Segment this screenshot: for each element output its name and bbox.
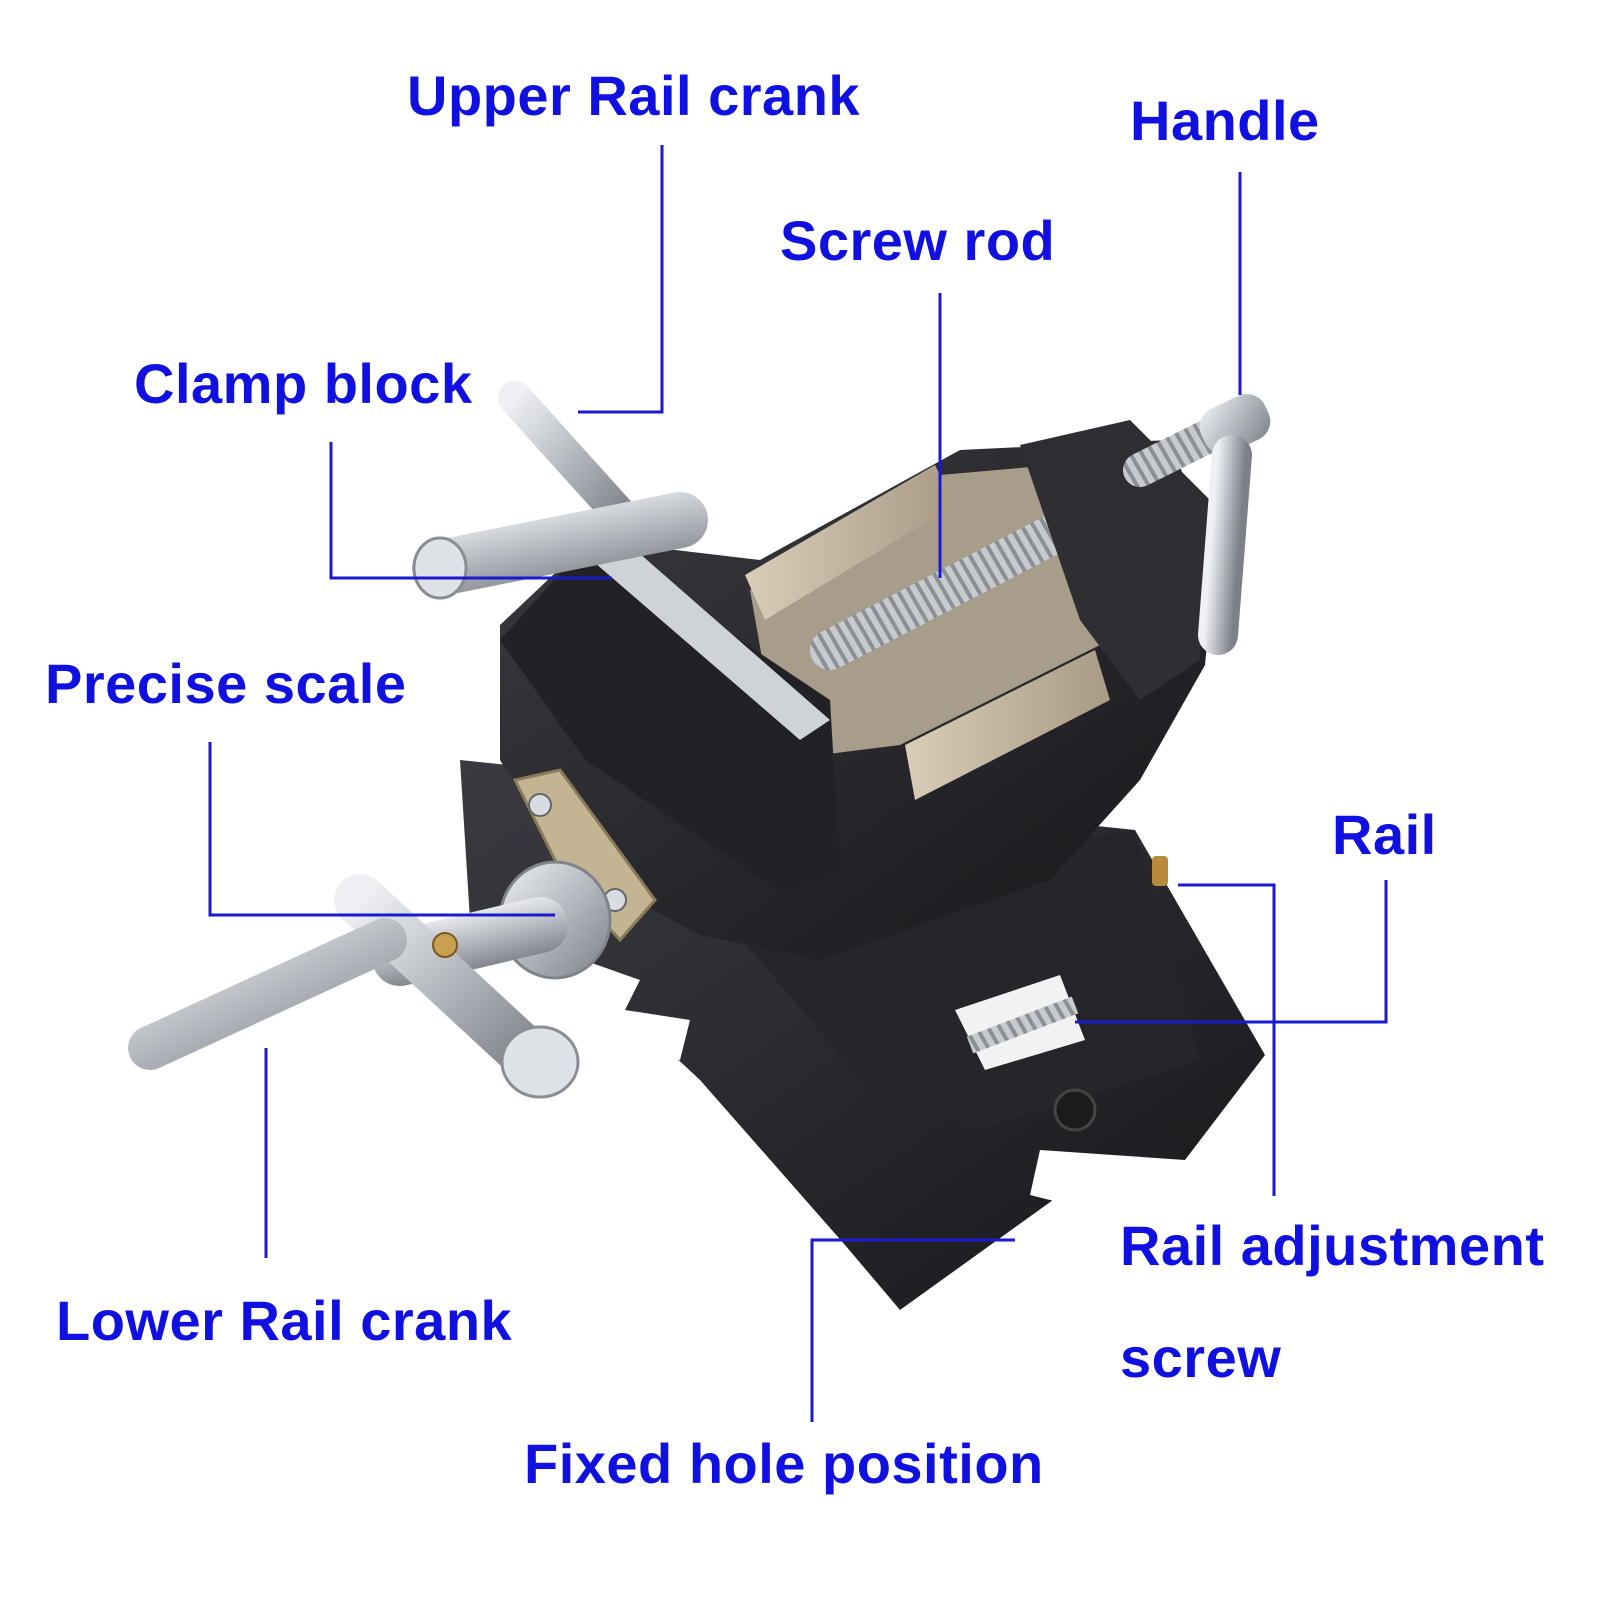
lower-rail-crank-handle xyxy=(128,918,407,1070)
jaw-plate-back xyxy=(745,465,955,620)
fixed-jaw-tower xyxy=(1020,420,1210,700)
leader-rail xyxy=(1075,880,1388,1024)
label-upper-rail-crank: Upper Rail crank xyxy=(407,64,861,127)
fixed-hole-notch xyxy=(1030,1150,1085,1205)
screw-rod xyxy=(810,495,1110,670)
fixed-hole-notch xyxy=(612,1010,690,1060)
rail-adjustment-screw xyxy=(1152,856,1168,886)
label-screw-rod: Screw rod xyxy=(780,209,1056,272)
leader-precise-scale xyxy=(208,742,555,917)
clamp-block-body xyxy=(500,540,840,895)
upper-rail-crank-bar xyxy=(498,381,642,537)
upper-rail-crank-knob xyxy=(412,536,468,600)
label-rail-adjustment-screw-line1: Rail adjustment xyxy=(1120,1214,1545,1277)
jaw-plate-front xyxy=(905,650,1110,800)
upper-rail-crank-arm xyxy=(412,492,708,596)
handle-bar xyxy=(1198,435,1252,655)
leader-fixed-hole-position xyxy=(810,1238,1015,1422)
leader-rail-adjustment-screw xyxy=(1178,883,1276,1196)
crank-set-screw xyxy=(432,932,458,958)
leader-upper-rail-crank xyxy=(578,145,664,414)
label-clamp-block: Clamp block xyxy=(134,352,473,415)
label-lower-rail-crank: Lower Rail crank xyxy=(56,1289,513,1352)
leader-lines xyxy=(208,145,1388,1422)
leader-clamp-block xyxy=(329,442,612,580)
handle-hub xyxy=(1199,394,1271,454)
label-precise-scale: Precise scale xyxy=(45,652,407,715)
label-rail: Rail xyxy=(1332,803,1437,866)
vise-illustration xyxy=(128,381,1271,1310)
clamp-jaw-plate xyxy=(580,532,830,740)
lower-rail-crank-knob xyxy=(500,1025,580,1099)
label-rail-adjustment-screw-line2: screw xyxy=(1120,1326,1282,1389)
label-fixed-hole-position: Fixed hole position xyxy=(524,1432,1044,1495)
rail-screw-thread xyxy=(966,996,1079,1054)
rail-plug xyxy=(1053,1088,1097,1132)
scale-bolt xyxy=(528,793,552,817)
label-handle: Handle xyxy=(1130,89,1320,152)
